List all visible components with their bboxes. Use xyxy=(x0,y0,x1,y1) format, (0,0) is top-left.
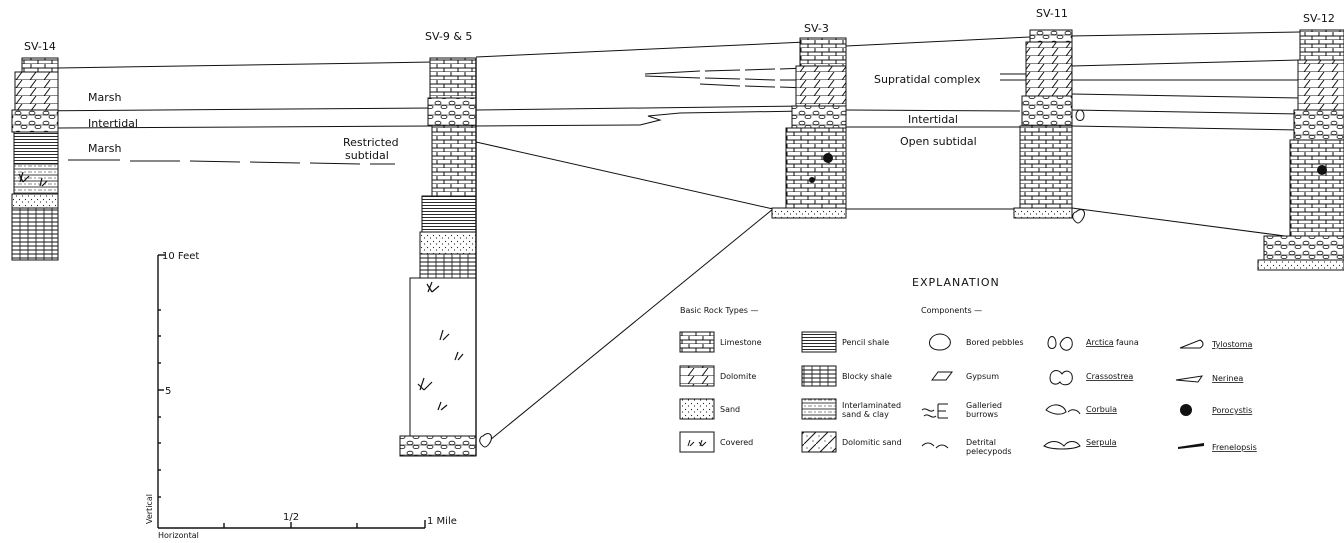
section-label-sv9: SV-9 & 5 xyxy=(425,30,472,43)
legend-dolomitic-sand: Dolomitic sand xyxy=(842,438,902,447)
swatch-covered xyxy=(680,432,714,452)
column-sv14 xyxy=(12,58,58,260)
frenelopsis-icon xyxy=(1178,443,1204,449)
legend-limestone: Limestone xyxy=(720,338,762,347)
scale-vertical-top: 10 Feet xyxy=(162,251,199,262)
swatch-interlaminated xyxy=(802,399,836,419)
legend-detrital-2: pelecypods xyxy=(966,447,1012,456)
env-intertidal-right: Intertidal xyxy=(908,113,958,126)
legend-interlaminated: Interlaminated xyxy=(842,401,901,410)
nerinea-icon xyxy=(1176,376,1202,382)
scale-vertical-mid: 5 xyxy=(165,386,171,397)
legend-dolomite: Dolomite xyxy=(720,372,756,381)
legend: EXPLANATION Basic Rock Types — Component… xyxy=(680,276,1257,456)
column-sv3 xyxy=(772,38,846,218)
porocystis-icon xyxy=(1180,404,1192,416)
arctica-fauna-icon xyxy=(1048,337,1072,351)
swatch-dolomite xyxy=(680,366,714,386)
scale-bar xyxy=(158,255,425,528)
legend-bored-pebbles: Bored pebbles xyxy=(966,338,1024,347)
gypsum-icon xyxy=(932,372,952,380)
detrital-pelecypods-icon xyxy=(922,443,948,448)
galleried-burrows-icon xyxy=(922,404,948,418)
legend-rock-types-header: Basic Rock Types — xyxy=(680,306,758,315)
corbula-icon xyxy=(1046,405,1080,414)
legend-title: EXPLANATION xyxy=(912,276,1000,289)
swatch-pencil-shale xyxy=(802,332,836,352)
legend-corbula: Corbula xyxy=(1086,405,1117,414)
legend-tylostoma: Tylostoma xyxy=(1211,340,1252,349)
legend-frenelopsis: Frenelopsis xyxy=(1212,443,1257,452)
scale-horizontal-axis: Horizontal xyxy=(158,531,199,539)
scale-horizontal-mid: 1/2 xyxy=(283,512,299,523)
env-intertidal-left: Intertidal xyxy=(88,117,138,130)
legend-galleried: Galleried xyxy=(966,401,1002,410)
section-label-sv11: SV-11 xyxy=(1036,7,1068,20)
env-open-subtidal: Open subtidal xyxy=(900,135,977,148)
tylostoma-icon xyxy=(1180,340,1203,348)
crassostrea-icon xyxy=(1050,371,1072,385)
env-restricted-2: subtidal xyxy=(345,149,389,162)
section-label-sv14: SV-14 xyxy=(24,40,56,53)
legend-blocky-shale: Blocky shale xyxy=(842,372,892,381)
legend-sand: Sand xyxy=(720,405,740,414)
legend-pencil-shale: Pencil shale xyxy=(842,338,889,347)
swatch-blocky-shale xyxy=(802,366,836,386)
bored-pebbles-icon xyxy=(929,334,950,350)
scale-horizontal-end: 1 Mile xyxy=(427,516,457,527)
section-labels: SV-14 SV-9 & 5 SV-3 SV-11 SV-12 xyxy=(24,7,1335,53)
legend-arctica-2: fauna xyxy=(1116,338,1139,347)
legend-covered: Covered xyxy=(720,438,753,447)
legend-crassostrea: Crassostrea xyxy=(1086,372,1133,381)
section-label-sv12: SV-12 xyxy=(1303,12,1335,25)
serpula-icon xyxy=(1044,442,1080,450)
legend-components-header: Components — xyxy=(921,306,982,315)
legend-arctica: Arctica xyxy=(1086,338,1114,347)
environment-labels: Marsh Intertidal Marsh Restricted subtid… xyxy=(88,73,981,162)
legend-galleried-2: burrows xyxy=(966,410,998,419)
legend-nerinea: Nerinea xyxy=(1212,374,1243,383)
legend-porocystis: Porocystis xyxy=(1212,406,1252,415)
legend-detrital: Detrital xyxy=(966,438,996,447)
column-sv9 xyxy=(400,58,491,456)
swatch-dolomitic-sand xyxy=(802,432,836,452)
swatch-limestone xyxy=(680,332,714,352)
legend-gypsum: Gypsum xyxy=(966,372,999,381)
env-restricted-1: Restricted xyxy=(343,136,399,149)
scale-vertical-axis: Vertical xyxy=(145,494,154,524)
legend-serpula: Serpula xyxy=(1086,438,1117,447)
env-marsh-lower: Marsh xyxy=(88,142,121,155)
env-marsh-upper: Marsh xyxy=(88,91,121,104)
swatch-sand xyxy=(680,399,714,419)
legend-interlaminated-2: sand & clay xyxy=(842,410,889,419)
env-supratidal: Supratidal complex xyxy=(874,73,981,86)
section-label-sv3: SV-3 xyxy=(804,22,829,35)
